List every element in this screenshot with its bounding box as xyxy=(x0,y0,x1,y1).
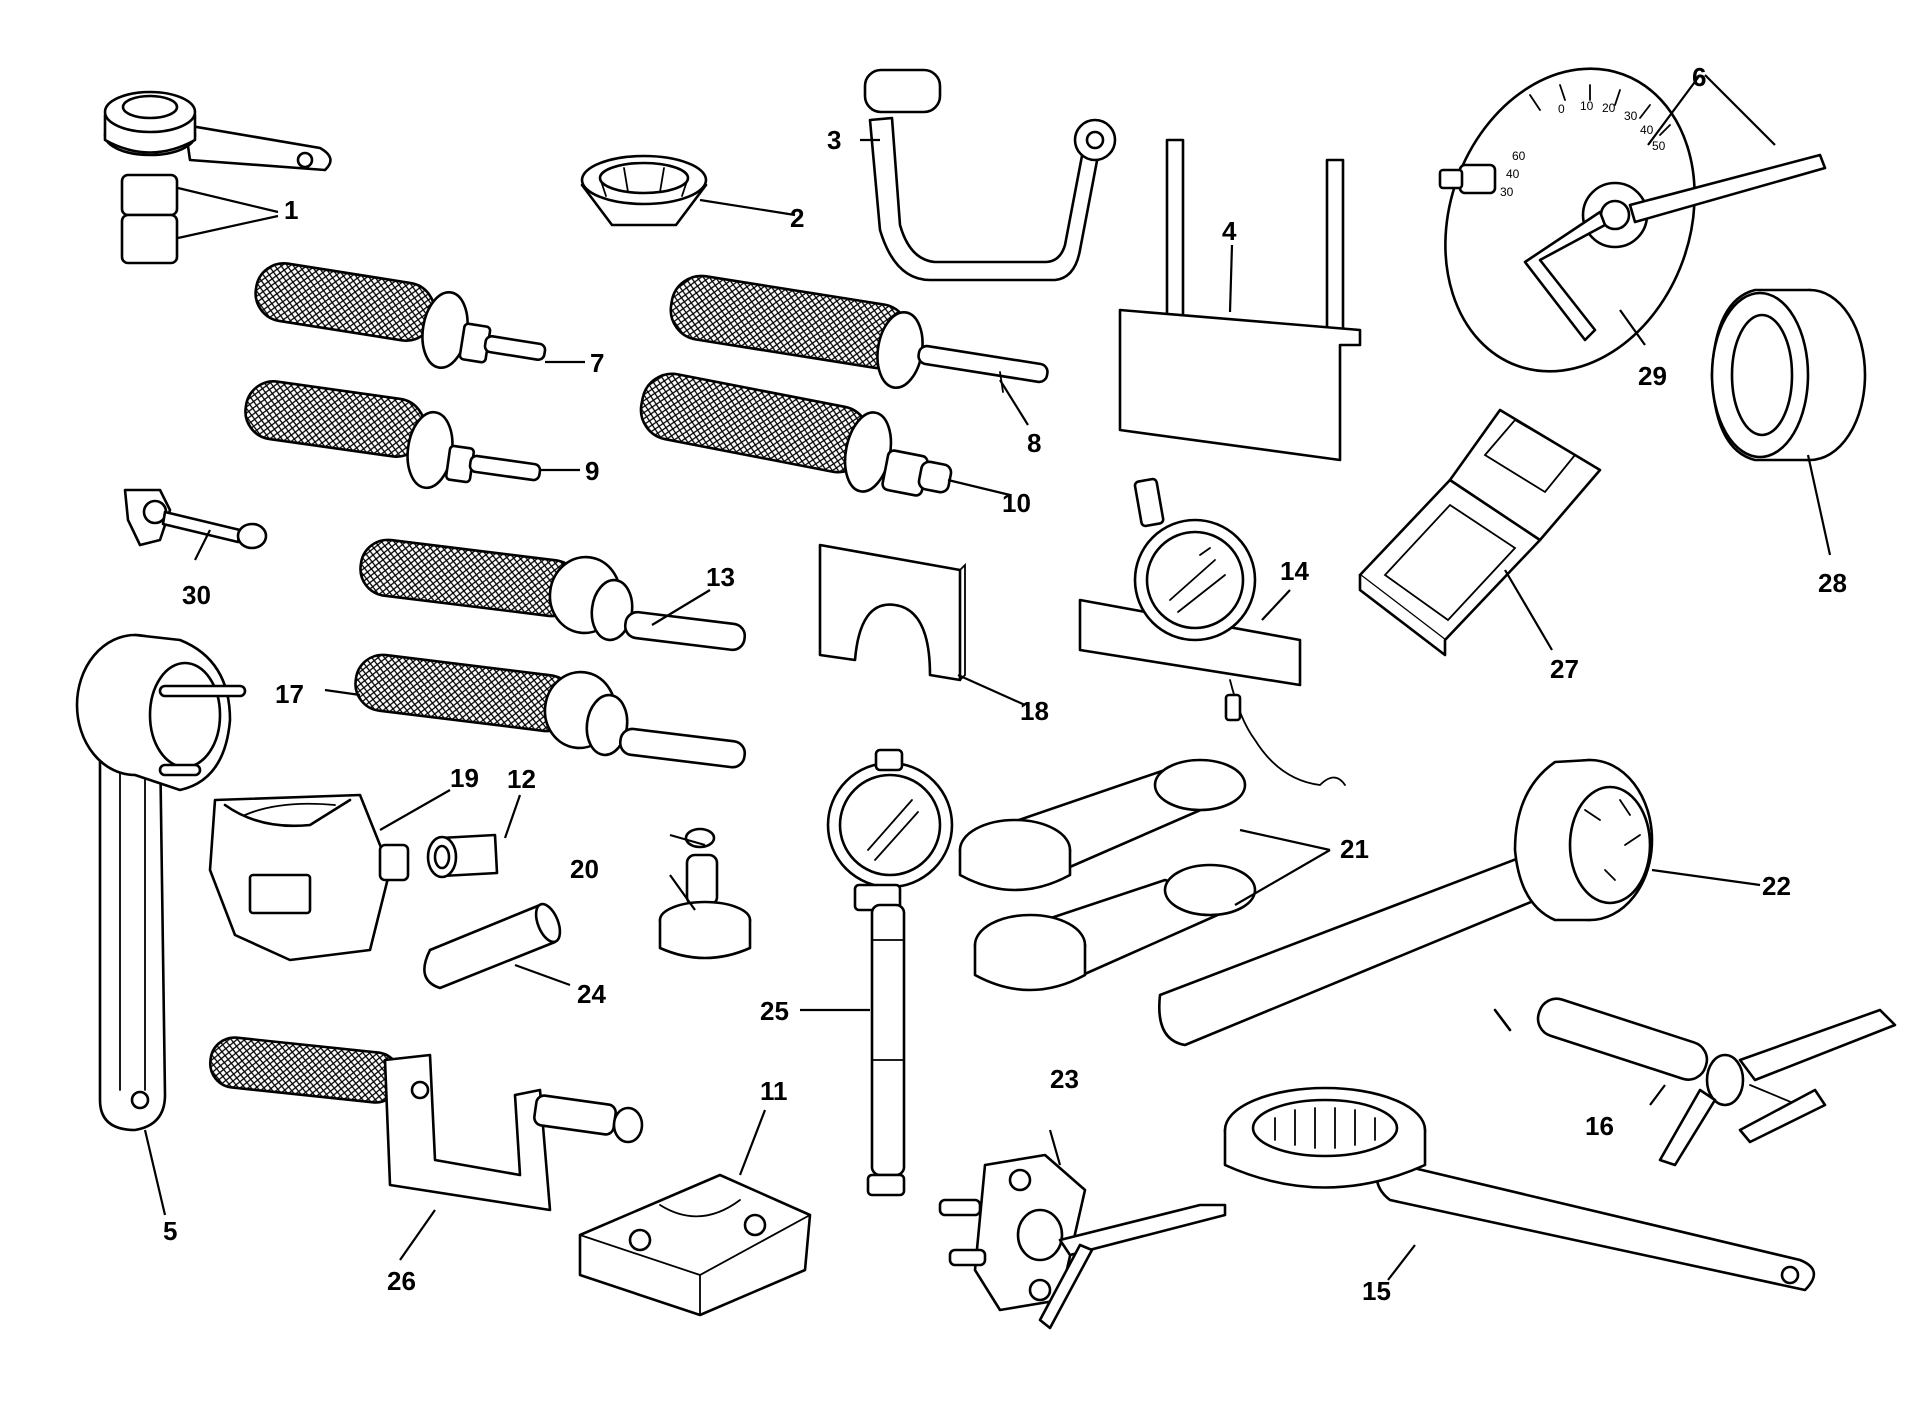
callout-19: 19 xyxy=(450,763,479,793)
callout-23: 23 xyxy=(1050,1064,1079,1094)
tool-18-fork-plate xyxy=(818,543,966,682)
callout-9: 9 xyxy=(585,456,599,486)
callout-2: 2 xyxy=(790,203,804,233)
callout-12: 12 xyxy=(507,764,536,794)
callout-11: 11 xyxy=(760,1076,788,1106)
callout-24: 24 xyxy=(577,979,606,1009)
callout-14: 14 xyxy=(1280,556,1309,586)
dial-scale-60: 60 xyxy=(1512,149,1526,163)
tool-25-bore-gauge xyxy=(826,748,954,1197)
dial-scale-20: 20 xyxy=(1602,101,1616,115)
callout-29: 29 xyxy=(1638,361,1667,391)
callout-10: 10 xyxy=(1002,488,1031,518)
callout-8: 8 xyxy=(1027,428,1041,458)
tool-5-pin-wrench xyxy=(75,633,247,1132)
tool-4-stud-fixture xyxy=(1118,138,1362,462)
tool-20-adapter xyxy=(658,827,752,960)
callout-4: 4 xyxy=(1222,216,1237,246)
callout-22: 22 xyxy=(1762,871,1791,901)
callout-27: 27 xyxy=(1550,654,1579,684)
tool-7-installer xyxy=(254,262,547,369)
tool-13-installer xyxy=(359,538,747,652)
tool-2-cup-wrench xyxy=(580,154,708,227)
callout-30: 30 xyxy=(182,580,211,610)
leader-lines xyxy=(143,74,1832,1281)
tool-27-tester xyxy=(1358,408,1602,657)
dial-scale-50: 50 xyxy=(1652,139,1666,153)
tool-1-socket-wrench xyxy=(103,90,332,265)
tool-28-ring-sleeve xyxy=(1710,288,1867,462)
callout-26: 26 xyxy=(387,1266,416,1296)
callout-28: 28 xyxy=(1818,568,1847,598)
callout-25: 25 xyxy=(760,996,789,1026)
callout-15: 15 xyxy=(1362,1276,1391,1306)
callout-16: 16 xyxy=(1585,1111,1614,1141)
dial-scale-10: 10 xyxy=(1580,99,1594,113)
callout-6: 6 xyxy=(1692,62,1706,92)
tool-3-crank-bracket xyxy=(863,68,1117,282)
callout-3: 3 xyxy=(827,125,841,155)
dial-scale-0: 0 xyxy=(1558,102,1565,116)
tool-19-gauge-housing xyxy=(208,793,410,962)
callout-numbers: 1 2 3 4 5 6 7 8 9 10 11 12 13 14 15 16 1… xyxy=(163,62,1847,1306)
tool-29-degree-wheel: 0 10 20 30 40 50 60 40 30 xyxy=(1438,67,1827,373)
tool-24-taper-cone xyxy=(423,902,562,990)
tool-17-installer xyxy=(354,653,747,769)
callout-1: 1 xyxy=(284,195,298,225)
dial-scale-40b: 40 xyxy=(1506,167,1520,181)
callout-20: 20 xyxy=(570,854,599,884)
callout-5: 5 xyxy=(163,1216,177,1246)
callout-13: 13 xyxy=(706,562,735,592)
callout-17: 17 xyxy=(275,679,304,709)
tool-26-c-frame-press xyxy=(208,1036,644,1212)
tool-21-spanner-plates xyxy=(958,758,1257,992)
tool-30-clamp xyxy=(123,488,268,550)
dial-scale-30: 30 xyxy=(1624,109,1638,123)
dial-scale-40: 40 xyxy=(1640,123,1654,137)
tool-23-flange-crank xyxy=(938,1153,1227,1330)
callout-18: 18 xyxy=(1020,696,1049,726)
tool-10-installer xyxy=(639,372,953,497)
callout-21: 21 xyxy=(1340,834,1369,864)
tool-16-puller xyxy=(1493,997,1897,1167)
tool-9-installer xyxy=(244,380,542,490)
dial-scale-30b: 30 xyxy=(1500,185,1514,199)
callout-7: 7 xyxy=(590,348,604,378)
tool-22-ring-spanner xyxy=(1158,758,1654,1047)
tool-15-spline-spanner xyxy=(1223,1086,1816,1292)
tool-12-bushing xyxy=(426,833,499,879)
tool-14-dial-indicator-bar xyxy=(1078,477,1346,786)
tool-8-installer xyxy=(669,274,1049,393)
tool-11-saddle-block xyxy=(578,1173,812,1317)
